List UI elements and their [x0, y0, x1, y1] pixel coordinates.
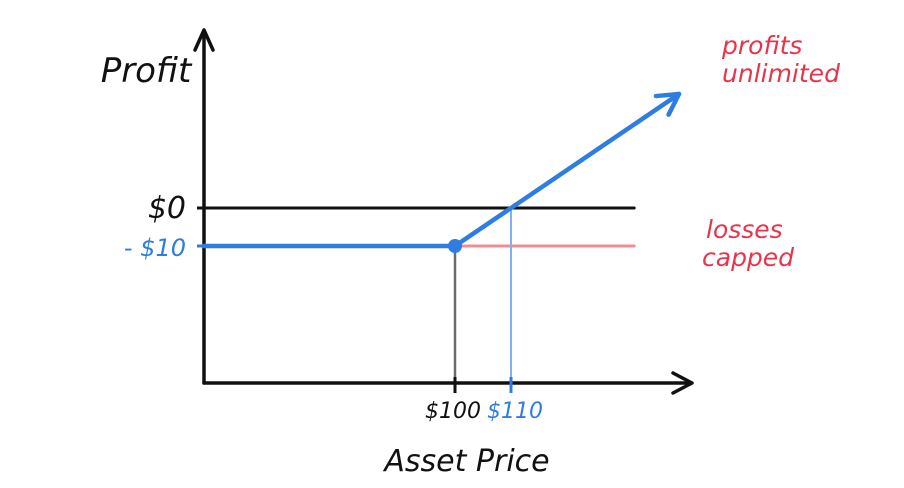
x-axis-label: Asset Price — [382, 444, 549, 479]
tick-labels: $0 - $10 $100$110 — [124, 191, 543, 424]
annotation-0-line-1: unlimited — [722, 59, 840, 88]
x-tick-label-1: $110 — [487, 399, 543, 424]
strike-point-marker — [448, 239, 462, 253]
x-axis-arrowhead — [671, 371, 694, 395]
y-axis-label: Profit — [101, 51, 193, 91]
payoff-series — [201, 91, 682, 253]
y-axis-arrowhead — [193, 28, 215, 52]
payoff-line-0 — [201, 91, 682, 249]
annotation-1-line-1: capped — [702, 243, 794, 272]
axes — [193, 28, 694, 395]
x-tick-label-0: $100 — [425, 399, 481, 424]
annotation-1-line-0: losses — [706, 215, 783, 244]
annotation-0-line-0: profits — [721, 31, 802, 60]
y-tick-label-0: $0 — [148, 191, 186, 226]
reference-lines — [202, 206, 636, 248]
y-tick-label-1: - $10 — [124, 234, 186, 262]
guide-lines — [197, 206, 513, 393]
